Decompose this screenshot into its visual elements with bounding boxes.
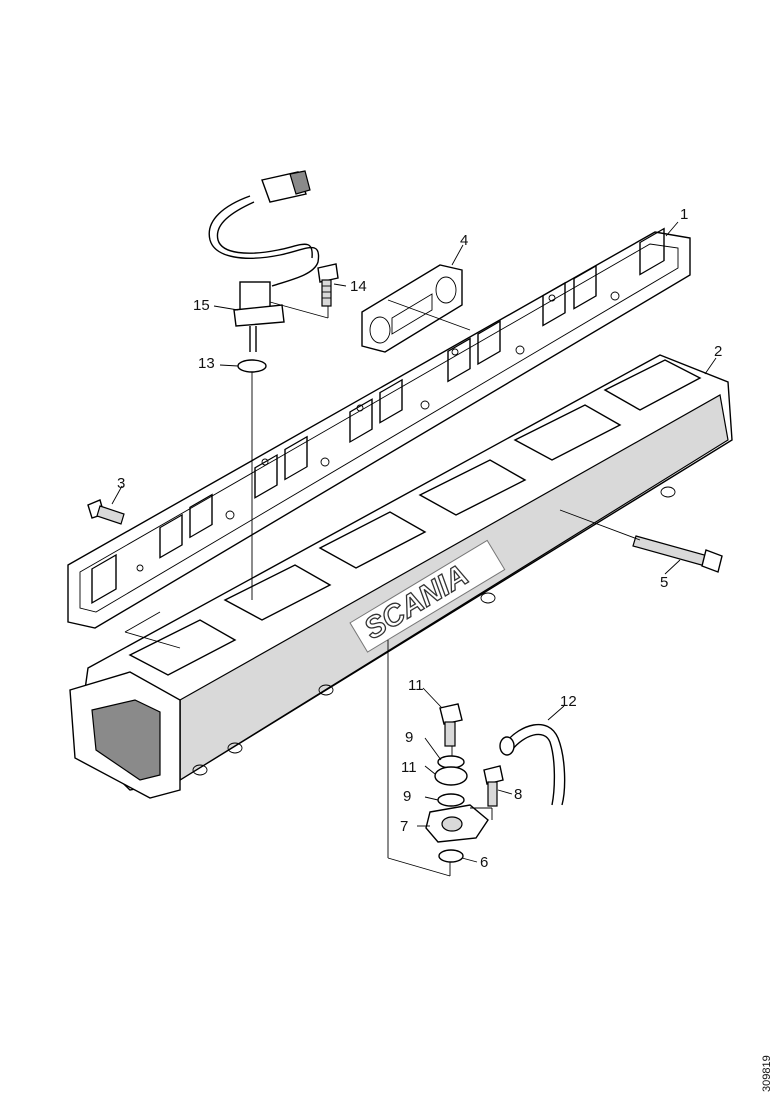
callout-11a: 11 <box>408 677 424 694</box>
callout-12: 12 <box>560 693 577 710</box>
callout-4: 4 <box>460 232 468 249</box>
assembly-lines <box>124 299 641 877</box>
callout-2: 2 <box>714 343 722 360</box>
washer-part-9 <box>437 755 465 769</box>
washer-part-13 <box>237 359 267 373</box>
callout-6: 6 <box>480 854 488 871</box>
reference-number: 309819 <box>761 1055 773 1092</box>
fitting-part-11 <box>434 766 468 786</box>
sensor-part-15 <box>208 170 320 373</box>
bolt-part-5 <box>632 535 723 573</box>
bolt-part-8 <box>483 765 504 785</box>
bolt-part-14 <box>317 263 339 307</box>
bolt-part-11 <box>439 703 463 725</box>
hose-part-12 <box>499 723 566 806</box>
washer-part-6 <box>438 849 464 863</box>
callout-1: 1 <box>680 206 688 223</box>
callout-5: 5 <box>660 574 668 591</box>
callout-8: 8 <box>514 786 522 803</box>
washer-part-9b <box>437 793 465 807</box>
bolt-part-3 <box>87 499 125 525</box>
callout-15: 15 <box>193 297 210 314</box>
callout-11b: 11 <box>401 759 417 776</box>
callout-9b: 9 <box>403 788 411 805</box>
leader-lines <box>111 221 717 863</box>
callout-7: 7 <box>400 818 408 835</box>
callout-14: 14 <box>350 278 367 295</box>
callout-9a: 9 <box>405 729 413 746</box>
exhaust-manifold-part-2: SCANIA <box>69 354 733 799</box>
callout-labels: 1 2 3 4 5 6 7 8 9 9 11 11 12 13 14 15 <box>117 206 722 871</box>
gasket-plate-part-1 <box>67 227 691 629</box>
callout-3: 3 <box>117 475 125 492</box>
fitting-stack <box>425 703 504 863</box>
callout-13: 13 <box>198 355 215 372</box>
